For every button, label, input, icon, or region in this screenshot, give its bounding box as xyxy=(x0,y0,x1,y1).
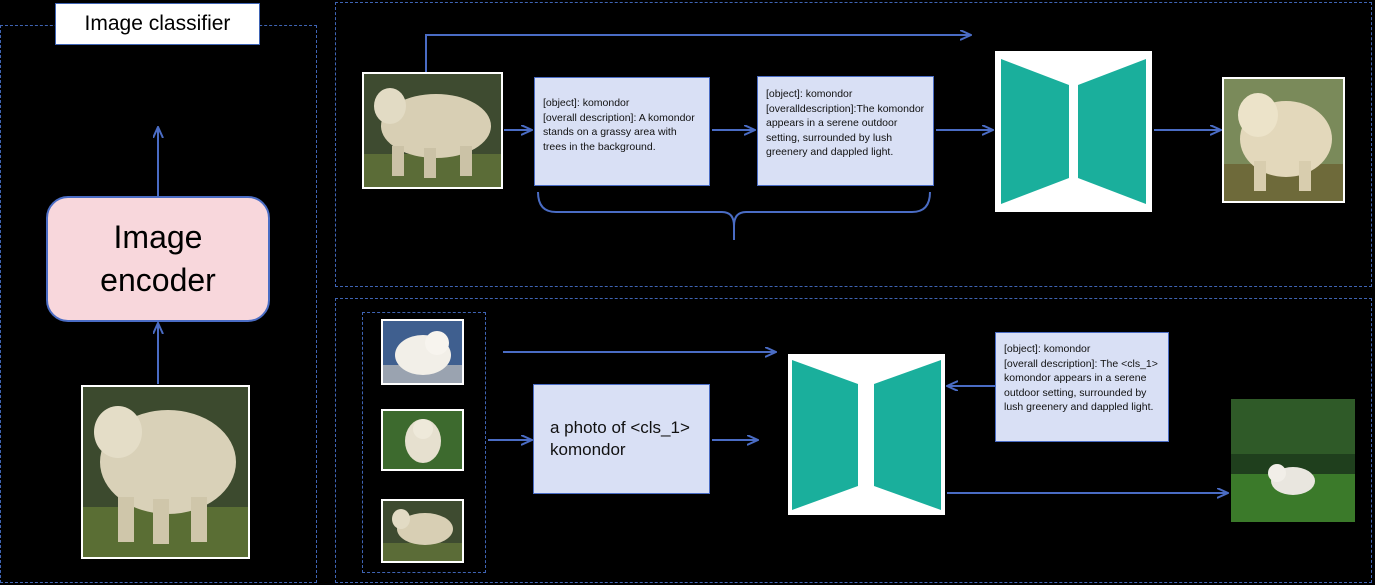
description-box-conditioning: [object]: komondor [overall description]… xyxy=(995,332,1169,442)
komondor-photo-output xyxy=(1222,77,1345,203)
arrow-skip-top xyxy=(425,35,970,72)
bottom-branch-region xyxy=(335,298,1372,583)
description-box-rewritten: [object]: komondor [overalldescription]:… xyxy=(757,76,934,186)
komondor-photo-input xyxy=(362,72,503,189)
diffusion-model-icon-top xyxy=(995,51,1152,212)
reference-photo-2 xyxy=(381,409,464,471)
image-encoder-box: Image encoder xyxy=(46,196,270,322)
reference-photo-3 xyxy=(381,499,464,563)
generated-photo-output xyxy=(1229,397,1357,524)
curly-brace xyxy=(537,191,931,240)
reference-images-group xyxy=(362,312,486,573)
top-branch-region xyxy=(335,2,1372,287)
diffusion-model-icon-bottom xyxy=(788,354,945,515)
image-classifier-title: Image classifier xyxy=(55,3,260,45)
reference-photo-1 xyxy=(381,319,464,385)
description-box-original: [object]: komondor [overall description]… xyxy=(534,77,710,186)
prompt-box: a photo of <cls_1> komondor xyxy=(533,384,710,494)
komondor-photo-classifier xyxy=(81,385,250,559)
